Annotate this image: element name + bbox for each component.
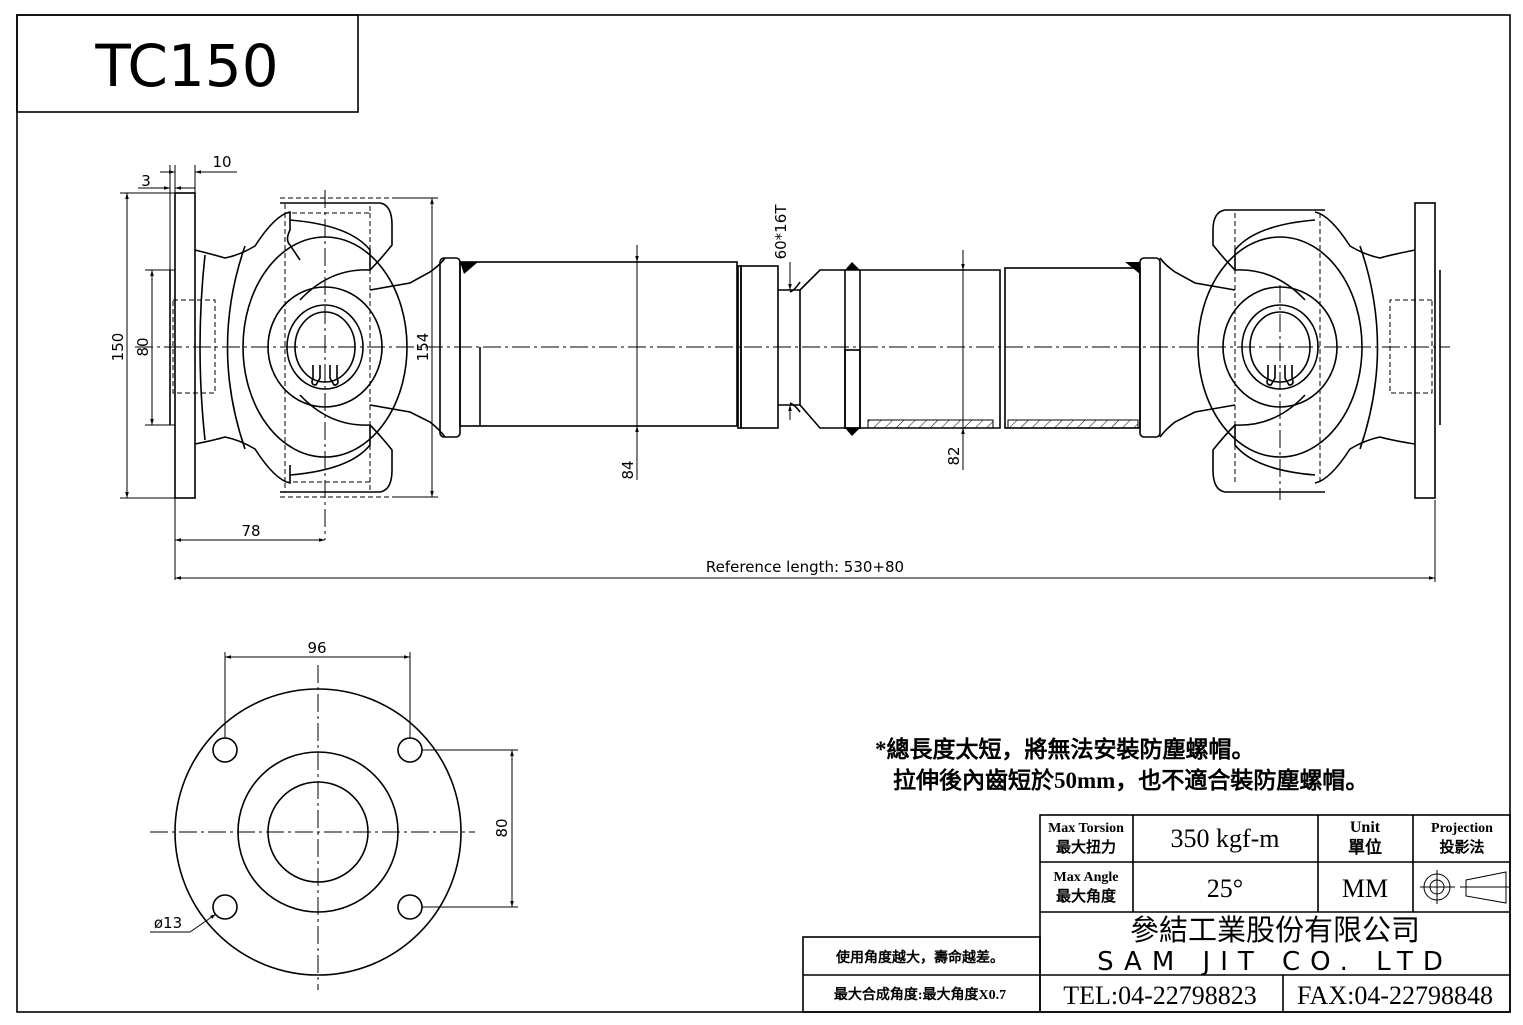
title-box: TC150 xyxy=(16,14,359,113)
unit-label-en: Unit xyxy=(1350,819,1381,836)
max-torsion-label-en: Max Torsion xyxy=(1048,821,1124,836)
max-torsion-value: 350 kgf-m xyxy=(1170,824,1279,853)
dim-flange-diameter: 150 xyxy=(109,333,127,362)
company-fax: FAX:04-22798848 xyxy=(1297,981,1493,1010)
remark-composite-angle: 最大合成角度:最大角度X0.7 xyxy=(834,986,1006,1003)
company-name-en: SAM JIT CO. LTD xyxy=(1097,947,1453,977)
dim-inner-tube-diameter: 82 xyxy=(945,446,963,465)
projection-label-zh: 投影法 xyxy=(1439,838,1484,856)
dim-bolt-spacing-v: 80 xyxy=(493,818,511,837)
shaft-assembly xyxy=(439,257,1161,438)
dim-bolt-hole: ø13 xyxy=(154,914,182,932)
note-line-2: 拉伸後內齒短於50mm，也不適合裝防塵螺帽。 xyxy=(893,767,1368,793)
max-angle-value: 25° xyxy=(1207,874,1243,903)
company-name-zh: 參結工業股份有限公司 xyxy=(1130,913,1420,947)
first-angle-projection-icon xyxy=(1420,870,1510,904)
right-yoke-assembly xyxy=(1159,202,1441,500)
dim-bolt-spacing-h: 96 xyxy=(307,639,326,657)
dim-yoke-span: 154 xyxy=(414,333,432,362)
title-block: Max Torsion 最大扭力 350 kgf-m Unit 單位 Proje… xyxy=(802,814,1511,1013)
flange-end-view: 96 80 ø13 xyxy=(150,639,518,990)
projection-label-en: Projection xyxy=(1431,821,1493,836)
dim-spline: 60*16T xyxy=(772,204,790,260)
sheet-border xyxy=(16,14,1511,1013)
max-angle-label-en: Max Angle xyxy=(1054,870,1119,885)
unit-label-zh: 單位 xyxy=(1348,837,1382,857)
dim-pilot-diameter: 80 xyxy=(134,337,152,356)
dimension-lines: 3 10 150 80 154 84 60*16T 82 78 Referenc… xyxy=(109,153,1436,582)
dim-tube-diameter: 84 xyxy=(619,460,637,479)
note-line-1: *總長度太短，將無法安裝防塵螺帽。 xyxy=(875,736,1255,762)
max-torsion-label-zh: 最大扭力 xyxy=(1056,838,1116,856)
dim-flange-face: 3 xyxy=(141,172,151,190)
drawing-title: TC150 xyxy=(94,32,278,100)
max-angle-label-zh: 最大角度 xyxy=(1056,887,1117,905)
dim-reference-length: Reference length: 530+80 xyxy=(706,558,904,576)
remark-angle-life: 使用角度越大，壽命越差。 xyxy=(835,949,1004,966)
company-tel: TEL:04-22798823 xyxy=(1063,981,1257,1010)
left-yoke-assembly xyxy=(169,190,446,540)
unit-value: MM xyxy=(1342,874,1388,903)
dim-flange-to-cross: 78 xyxy=(241,522,260,540)
dim-flange-thickness: 10 xyxy=(212,153,231,171)
